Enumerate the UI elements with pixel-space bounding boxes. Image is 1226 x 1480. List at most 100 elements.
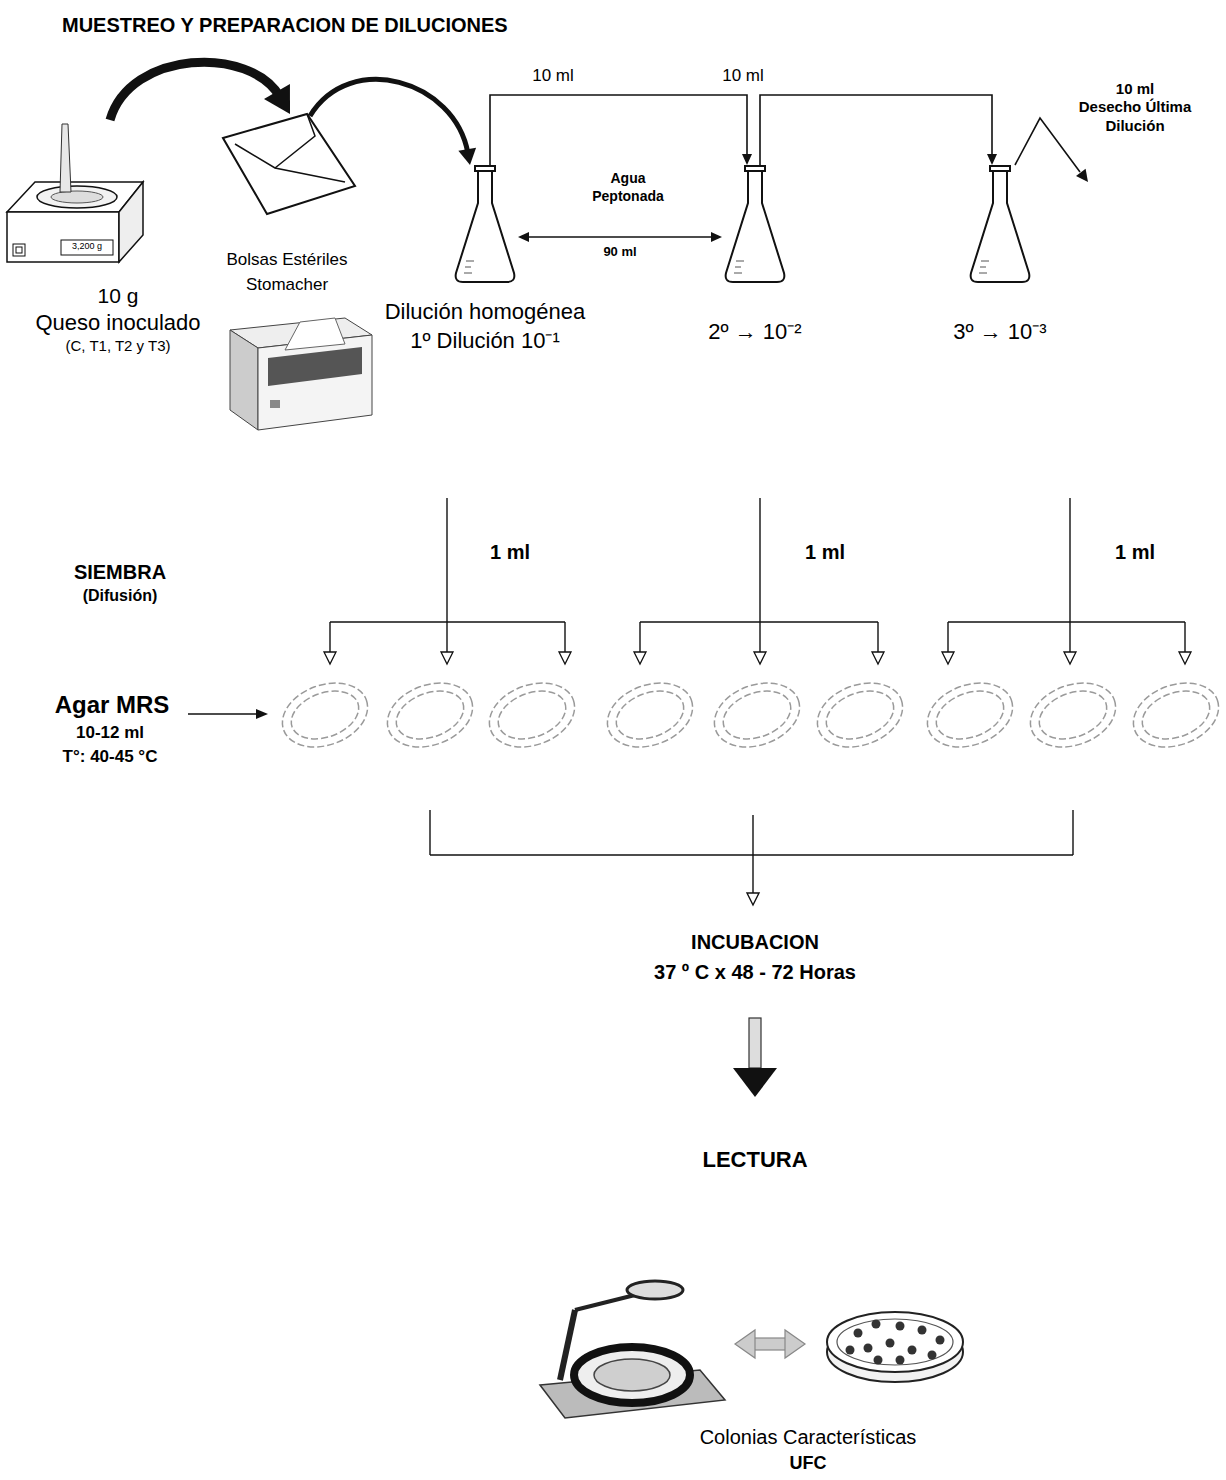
colony-counter-part: [627, 1281, 683, 1299]
connector-label: 90 ml: [601, 244, 638, 260]
petri-dish-colonies-part-part: [928, 1351, 937, 1360]
colony-counter-part: [575, 1295, 635, 1310]
petri-dish-colonies-part-part: [886, 1339, 895, 1348]
transfer-arrows: [330, 498, 1185, 652]
petri-plates-part: [705, 672, 808, 758]
connector-line: [490, 95, 747, 165]
scale-icon-part: [13, 244, 25, 256]
node-text: 10 g: [35, 283, 200, 309]
flask-icon-part: [745, 166, 765, 171]
petri-plates-part: [1033, 682, 1114, 747]
sterile-bag-icon-part: [275, 114, 315, 168]
medium-name: Agar MRS: [55, 690, 170, 720]
node-caption: Bolsas Estériles Stomacher: [217, 248, 357, 297]
transfer-arrows-part: [329, 622, 330, 652]
flask-icon-part: [726, 169, 785, 282]
arrowhead: [742, 154, 752, 165]
node-caption: 3º → 10⁻³: [953, 318, 1046, 347]
merge-bracket-part: [752, 815, 753, 893]
result-label: Colonias Características: [700, 1425, 917, 1450]
petri-plates-part: [285, 682, 366, 747]
connector: [760, 95, 997, 165]
node-text: Queso inoculado: [35, 309, 200, 337]
petri-dish-colonies-part-part: [854, 1329, 863, 1338]
colony-counter-part: [594, 1359, 670, 1391]
node-text: 3º → 10⁻³: [953, 318, 1046, 347]
petri-dish-colonies-part-part: [908, 1346, 917, 1355]
stomacher-machine-part: [285, 318, 345, 350]
flask-icon: [967, 165, 1033, 285]
agar-arrow-part: [188, 713, 257, 715]
arrowhead: [458, 148, 476, 165]
thick-arrow: [733, 1018, 777, 1097]
flask-node: Dilución homogénea 1º Dilución 10⁻¹: [452, 165, 518, 285]
flask-node: 3º → 10⁻³: [967, 165, 1033, 285]
result-unit: UFC: [790, 1452, 827, 1475]
petri-plates-part: [598, 672, 701, 758]
petri-dish-colonies-part: [827, 1312, 963, 1372]
scale-icon-part: [51, 191, 103, 203]
transfer-arrows-part: [564, 622, 565, 652]
transfer-arrows-part: [640, 621, 878, 622]
petri-plates-part: [820, 682, 901, 747]
discard-arrow-part: [1076, 169, 1088, 182]
volume-label: 1 ml: [805, 540, 845, 565]
hollow-arrowheads-part: [754, 652, 766, 664]
arrowhead: [711, 232, 722, 242]
stomacher-machine: [230, 318, 372, 430]
petri-plates-part: [918, 672, 1021, 758]
petri-plates-part: [1124, 672, 1226, 758]
bag-node: Bolsas Estériles Stomacher: [215, 108, 360, 220]
petri-plates-part: [717, 682, 798, 747]
connector: [518, 232, 722, 242]
sterile-bag-icon: [215, 108, 360, 220]
petri-dish-colonies-part-part: [896, 1356, 905, 1365]
petri-plates-part: [1136, 682, 1217, 747]
hollow-arrowheads-part: [559, 652, 571, 664]
scale-icon-part: [60, 124, 71, 192]
petri-dish-colonies-part-part: [864, 1344, 873, 1353]
connector: [110, 62, 290, 120]
connector: [490, 95, 752, 165]
petri-plates: [273, 672, 1226, 758]
scale-icon-part: [7, 212, 119, 262]
arrowhead: [518, 232, 529, 242]
hollow-arrowheads-part: [1064, 652, 1076, 664]
sterile-bag-icon-part: [223, 114, 355, 214]
connector-line: [760, 95, 992, 165]
petri-plates-part: [930, 682, 1011, 747]
hollow-arrowheads-part: [324, 652, 336, 664]
node-caption: 2º → 10⁻²: [708, 318, 801, 347]
thick-arrow-part: [733, 1068, 777, 1097]
petri-dish-colonies-part-part: [874, 1356, 883, 1365]
discard-arrow: [1015, 118, 1088, 182]
hollow-arrowheads-part: [441, 652, 453, 664]
connector-line: [526, 236, 714, 238]
petri-dish-colonies-part-part: [936, 1336, 945, 1345]
medium-label: Agua Peptonada: [583, 170, 673, 205]
petri-plates-part: [610, 682, 691, 747]
transfer-arrows-part: [446, 498, 447, 652]
medium-temperature: T°: 40-45 °C: [63, 746, 158, 767]
connector-line: [110, 62, 280, 120]
node-text: Bolsas Estériles Stomacher: [217, 248, 357, 297]
volume-label: 1 ml: [1115, 540, 1155, 565]
colony-counter-part: [574, 1347, 690, 1403]
petri-plates-part: [390, 682, 471, 747]
transfer-arrows-part: [639, 622, 640, 652]
merge-bracket-part: [429, 810, 430, 855]
petri-plates-part: [273, 672, 376, 758]
petri-plates-part: [808, 672, 911, 758]
transfer-arrows-part: [948, 621, 1185, 622]
scale-reading: 3,200 g: [72, 241, 102, 252]
scale-icon-part: [119, 182, 143, 262]
petri-dish-colonies-part-part: [872, 1320, 881, 1329]
scale-icon-part: [16, 247, 22, 253]
scale-icon-part: [61, 240, 113, 255]
connector-label: 10 ml: [530, 66, 576, 86]
arrowhead: [987, 154, 997, 165]
flask-icon-part: [990, 166, 1010, 171]
